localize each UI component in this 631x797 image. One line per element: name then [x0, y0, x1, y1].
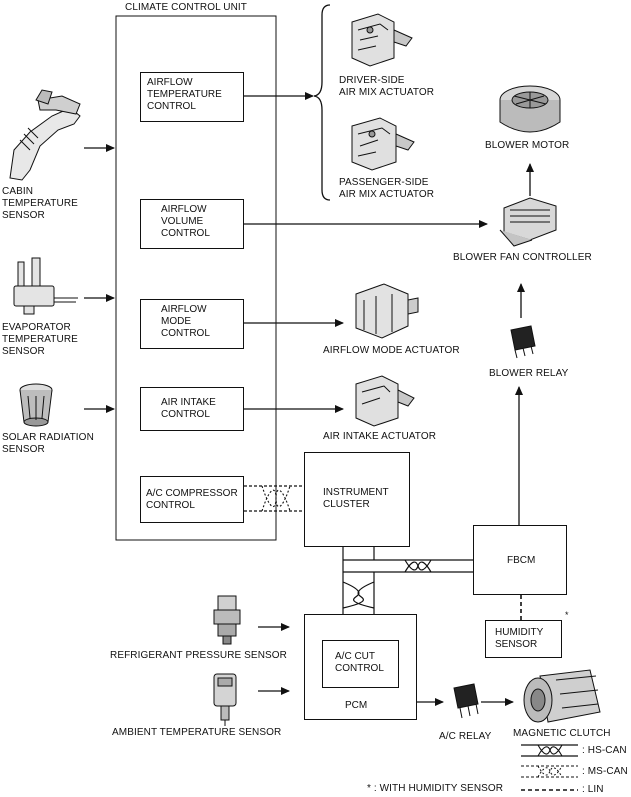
airflow-volume-control-label: AIRFLOW VOLUME CONTROL	[161, 204, 210, 239]
hs-can-link-ic-fbcm	[342, 547, 473, 573]
ac-compressor-control-label: A/C COMPRESSOR CONTROL	[146, 488, 238, 511]
airflow-mode-control-block: AIRFLOW MODE CONTROL	[140, 299, 244, 349]
pcm-block: A/C CUT CONTROL PCM	[304, 614, 417, 720]
evaporator-temperature-sensor-icon	[13, 257, 78, 315]
ac-relay-icon	[453, 683, 479, 719]
passenger-air-mix-actuator-icon	[351, 117, 415, 171]
ambient-temperature-sensor-icon	[213, 673, 237, 726]
blower-fan-controller-icon	[499, 197, 557, 247]
solar-radiation-sensor-label: SOLAR RADIATION SENSOR	[2, 432, 94, 455]
ac-cut-control-label: A/C CUT CONTROL	[335, 651, 384, 674]
airflow-temperature-control-label: AIRFLOW TEMPERATURE CONTROL	[147, 77, 222, 112]
blower-motor-icon	[499, 85, 561, 133]
legend-lin-label: : LIN	[582, 784, 604, 795]
instrument-cluster-block: INSTRUMENT CLUSTER	[304, 452, 410, 547]
ms-can-link-ccu-ic	[244, 485, 304, 512]
fbcm-label: FBCM	[507, 555, 536, 566]
legend-hs-can-label: : HS-CAN	[582, 745, 627, 756]
air-mix-brace	[313, 4, 331, 201]
instrument-cluster-label: INSTRUMENT CLUSTER	[323, 487, 389, 510]
legend-ms-can-symbol	[521, 765, 578, 778]
air-intake-control-label: AIR INTAKE CONTROL	[161, 397, 216, 420]
ccu-outline	[115, 15, 277, 541]
air-intake-actuator-label: AIR INTAKE ACTUATOR	[323, 431, 437, 442]
hs-can-link-ic-pcm	[342, 572, 375, 614]
pcm-label: PCM	[345, 700, 368, 711]
blower-fan-controller-label: BLOWER FAN CONTROLLER	[453, 252, 592, 263]
legend-hs-can-symbol	[521, 744, 578, 757]
refrigerant-pressure-sensor-icon	[213, 595, 241, 645]
humidity-sensor-block: HUMIDITY SENSOR	[485, 620, 562, 658]
cabin-temperature-sensor-icon	[9, 89, 81, 181]
blower-relay-icon	[510, 325, 536, 359]
footnote-humidity: * : WITH HUMIDITY SENSOR	[367, 783, 504, 794]
cabin-temperature-sensor-label: CABIN TEMPERATURE SENSOR	[2, 186, 78, 221]
blower-motor-label: BLOWER MOTOR	[485, 140, 570, 151]
blower-relay-label: BLOWER RELAY	[489, 368, 569, 379]
passenger-air-mix-actuator-label: PASSENGER-SIDE AIR MIX ACTUATOR	[339, 177, 435, 200]
evaporator-temperature-sensor-label: EVAPORATOR TEMPERATURE SENSOR	[2, 322, 78, 357]
ac-cut-control-block: A/C CUT CONTROL	[322, 640, 399, 688]
airflow-mode-actuator-label: AIRFLOW MODE ACTUATOR	[323, 345, 460, 356]
airflow-temperature-control-block: AIRFLOW TEMPERATURE CONTROL	[140, 72, 244, 122]
ac-compressor-control-block: A/C COMPRESSOR CONTROL	[140, 476, 244, 523]
solar-radiation-sensor-icon	[19, 383, 53, 427]
air-intake-control-block: AIR INTAKE CONTROL	[140, 387, 244, 431]
airflow-mode-actuator-icon	[355, 283, 419, 339]
refrigerant-pressure-sensor-label: REFRIGERANT PRESSURE SENSOR	[110, 650, 287, 661]
airflow-volume-control-block: AIRFLOW VOLUME CONTROL	[140, 199, 244, 249]
fbcm-block: FBCM	[473, 525, 567, 595]
ambient-temperature-sensor-label: AMBIENT TEMPERATURE SENSOR	[112, 727, 282, 738]
ccu-title: CLIMATE CONTROL UNIT	[125, 2, 248, 13]
airflow-mode-control-label: AIRFLOW MODE CONTROL	[161, 304, 210, 339]
legend-ms-can-label: : MS-CAN	[582, 766, 628, 777]
air-intake-actuator-icon	[355, 375, 415, 427]
ac-relay-label: A/C RELAY	[439, 731, 492, 742]
humidity-asterisk: *	[565, 610, 569, 620]
driver-air-mix-actuator-label: DRIVER-SIDE AIR MIX ACTUATOR	[339, 75, 435, 98]
humidity-sensor-label: HUMIDITY SENSOR	[495, 627, 544, 650]
magnetic-clutch-label: MAGNETIC CLUTCH	[513, 728, 611, 739]
driver-air-mix-actuator-icon	[351, 13, 413, 67]
magnetic-clutch-icon	[523, 669, 601, 723]
